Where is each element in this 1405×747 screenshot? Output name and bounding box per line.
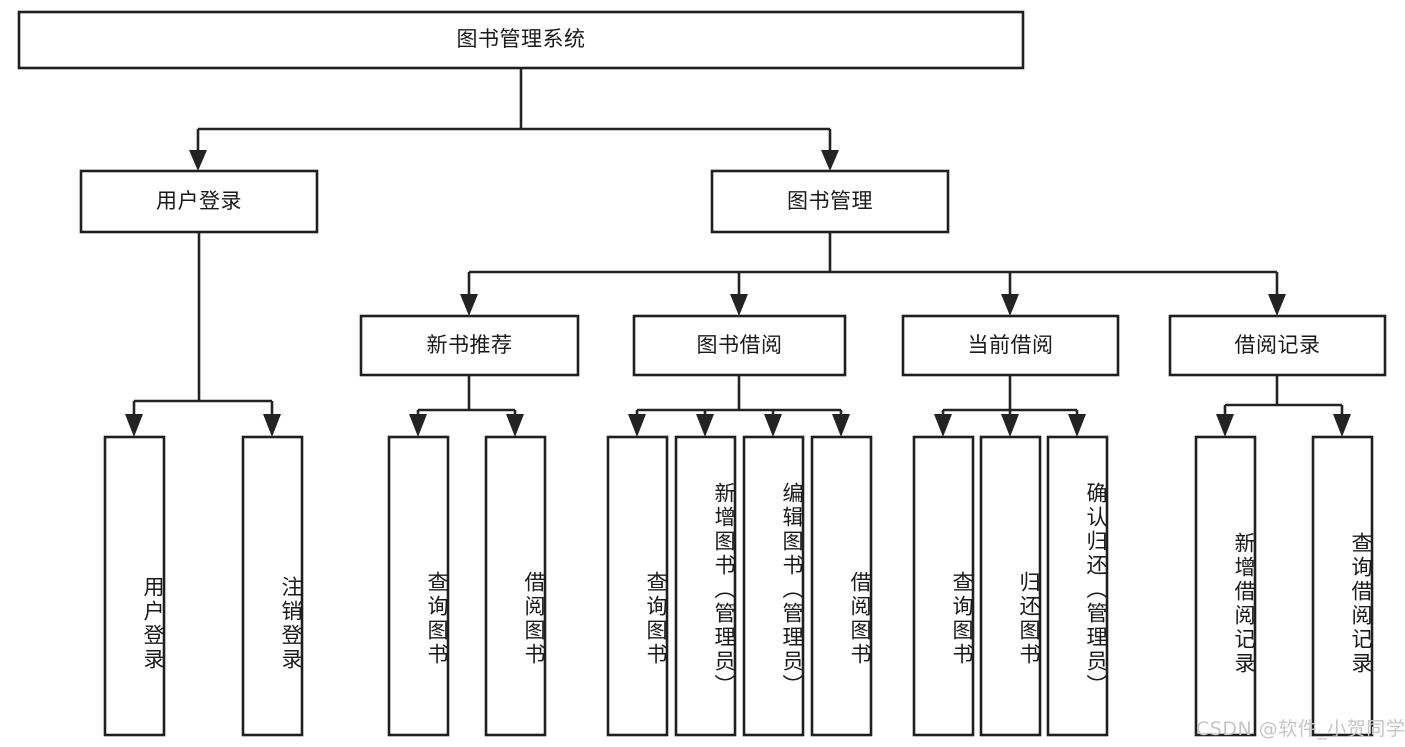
node-box-borrow-record[interactable]: [1168, 314, 1387, 377]
node-box-book-borrow[interactable]: [632, 314, 847, 377]
arrow-head-leaf-return-book: [1001, 414, 1019, 437]
arrow-head-leaf-query-book-1: [409, 414, 427, 437]
node-box-leaf-logout[interactable]: [241, 435, 304, 737]
arrow-head-leaf-borrow-book-2: [832, 414, 850, 437]
node-box-leaf-query-book-3[interactable]: [912, 435, 975, 737]
arrow-head-leaf-logout: [263, 414, 281, 437]
node-box-book-management[interactable]: [710, 169, 950, 234]
arrow-head-current-borrow: [1001, 294, 1019, 316]
arrow-head-leaf-query-book-2: [628, 414, 646, 437]
arrow-head-leaf-confirm-return: [1068, 414, 1086, 437]
arrow-head-book-borrow: [730, 294, 748, 316]
edge-root-to-level2: [196, 68, 832, 152]
arrow-head-leaf-user-login: [125, 414, 143, 437]
node-box-leaf-return-book[interactable]: [979, 435, 1042, 737]
node-box-leaf-edit-book[interactable]: [742, 435, 805, 737]
edge-borrow-record-to-leaves: [1223, 375, 1344, 417]
node-box-leaf-add-record[interactable]: [1194, 435, 1257, 737]
edge-current-borrow-to-leaves: [941, 375, 1079, 417]
node-box-leaf-add-book[interactable]: [674, 435, 737, 737]
edge-book-borrow-to-leaves: [635, 375, 843, 417]
edge-new-book-recommend-to-leaves: [416, 375, 517, 417]
arrow-head-leaf-add-book: [696, 414, 714, 437]
arrow-head-leaf-borrow-book-1: [506, 414, 524, 437]
node-box-current-borrow[interactable]: [901, 314, 1120, 377]
arrow-head-leaf-add-record: [1216, 414, 1234, 437]
arrow-head-borrow-record: [1268, 294, 1286, 316]
node-box-new-book-recommend[interactable]: [359, 314, 580, 377]
edge-user-login-to-leaves: [132, 232, 274, 417]
node-box-leaf-borrow-book-2[interactable]: [810, 435, 873, 737]
node-box-leaf-user-login[interactable]: [103, 435, 166, 737]
arrow-head-user-login: [189, 150, 207, 171]
arrow-head-leaf-query-book-3: [934, 414, 952, 437]
node-box-leaf-borrow-book-1[interactable]: [484, 435, 547, 737]
node-box-root[interactable]: [17, 10, 1025, 70]
watermark-text: CSDN @软件_小贺同学: [1196, 718, 1405, 740]
arrow-head-leaf-query-record: [1333, 414, 1351, 437]
node-box-user-login[interactable]: [79, 169, 319, 234]
node-box-leaf-query-record[interactable]: [1311, 435, 1374, 737]
edge-book-management-to-level3: [467, 232, 1279, 296]
arrow-head-new-book-recommend: [460, 294, 478, 316]
node-box-leaf-query-book-1[interactable]: [387, 435, 450, 737]
arrow-head-book-management: [821, 150, 839, 171]
node-box-leaf-query-book-2[interactable]: [606, 435, 669, 737]
node-box-leaf-confirm-return[interactable]: [1046, 435, 1109, 737]
arrow-head-leaf-edit-book: [764, 414, 782, 437]
